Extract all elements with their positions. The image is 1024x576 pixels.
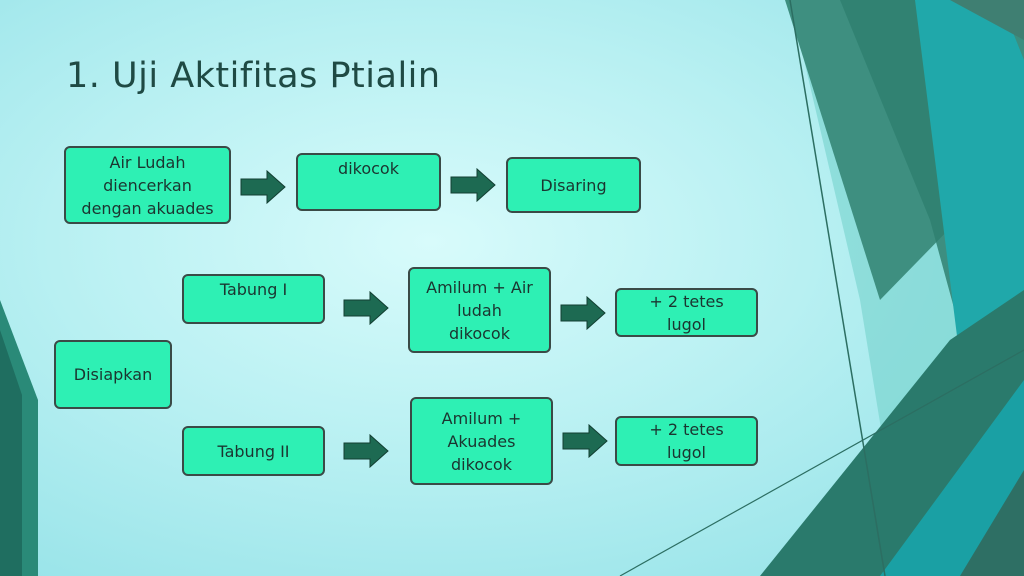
slide-title: 1. Uji Aktifitas Ptialin	[66, 56, 441, 96]
arrow-right-icon	[450, 168, 496, 202]
arrow-right-icon	[240, 170, 286, 204]
arrow-right-icon	[343, 434, 389, 468]
node-disaring: Disaring	[506, 157, 641, 213]
arrow-right-icon	[562, 424, 608, 458]
right-bottom-corner-shape	[960, 470, 1024, 576]
right-bottom-teal-shape	[880, 380, 1024, 576]
right-corner-shape	[950, 0, 1024, 40]
node-tabung-1: Tabung I	[182, 274, 325, 324]
right-teal-panel	[915, 0, 1024, 360]
node-lugol-1: + 2 tetes lugol	[615, 288, 758, 337]
node-air-ludah: Air Ludah diencerkan dengan akuades	[64, 146, 231, 224]
deco-line-1	[789, 0, 886, 576]
arrow-right-icon	[343, 291, 389, 325]
node-amilum-air-ludah: Amilum + Air ludah dikocok	[408, 267, 551, 353]
arrow-right-icon	[560, 296, 606, 330]
left-edge-inner-shape	[0, 330, 22, 576]
node-tabung-2: Tabung II	[182, 426, 325, 476]
node-dikocok: dikocok	[296, 153, 441, 211]
node-disiapkan: Disiapkan	[54, 340, 172, 409]
node-lugol-2: + 2 tetes lugol	[615, 416, 758, 466]
node-amilum-akuades: Amilum + Akuades dikocok	[410, 397, 553, 485]
deco-line-2	[619, 349, 1024, 576]
